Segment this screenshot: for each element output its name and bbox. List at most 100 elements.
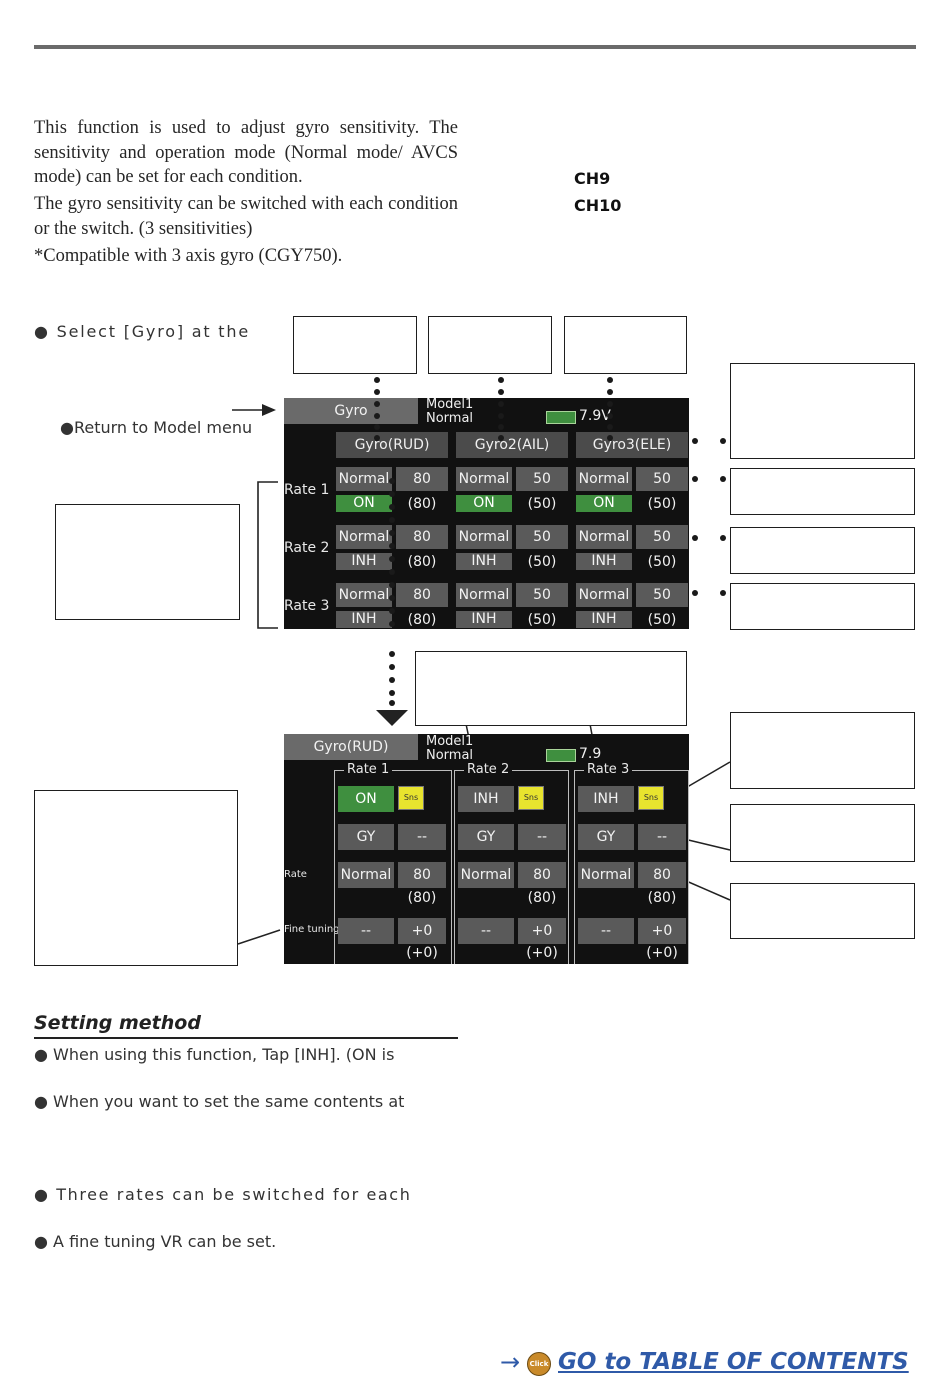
header-gyro-rud[interactable]: Gyro(RUD): [336, 432, 448, 458]
rate3-group-title: Rate 3: [584, 762, 633, 777]
rate3-ele-switch[interactable]: INH: [576, 611, 632, 628]
rate3-ail-value[interactable]: 50: [516, 583, 568, 607]
rate1-group-title: Rate 1: [344, 762, 393, 777]
rate2-fine-switch[interactable]: --: [458, 918, 514, 944]
rate1-type-button[interactable]: GY: [338, 824, 394, 850]
rate3-switch-button[interactable]: INH: [578, 786, 634, 812]
rate2-ail-value[interactable]: 50: [516, 525, 568, 549]
rate1-rate-value[interactable]: 80: [398, 862, 446, 888]
gyro-rud-screen: Gyro(RUD) Model1 Normal 7.9 Rate Fine tu…: [284, 734, 689, 964]
rate3-rate-value[interactable]: 80: [638, 862, 686, 888]
rate1-type-value[interactable]: --: [398, 824, 446, 850]
rate3-fine-switch[interactable]: --: [578, 918, 634, 944]
rate1-ele-value[interactable]: 50: [636, 467, 688, 491]
callout-box-gyro1: [293, 316, 417, 374]
rate1-fine-value[interactable]: +0: [398, 918, 446, 944]
rate3-type-value[interactable]: --: [638, 824, 686, 850]
intro-paragraph-2: The gyro sensitivity can be switched wit…: [34, 194, 458, 239]
setting-bullet-1: ● When using this function, Tap [INH]. (…: [34, 1045, 395, 1064]
rate2-ele-switch[interactable]: INH: [576, 553, 632, 570]
rate2-rud-value[interactable]: 80: [396, 525, 448, 549]
rate3-mode-button[interactable]: Normal: [578, 862, 634, 888]
rate1-ele-switch[interactable]: ON: [576, 495, 632, 512]
rate1-sensor-switch-icon[interactable]: Sns: [398, 786, 424, 810]
rate3-ele-mode[interactable]: Normal: [576, 583, 632, 607]
rate3-ail-mode[interactable]: Normal: [456, 583, 512, 607]
rate1-fine-switch[interactable]: --: [338, 918, 394, 944]
rate2-ele-value[interactable]: 50: [636, 525, 688, 549]
rate2-rud-switch[interactable]: INH: [336, 553, 392, 570]
go-to-table-of-contents-link[interactable]: GO to TABLE OF CONTENTS: [558, 1349, 909, 1375]
rate3-rud-value[interactable]: 80: [396, 583, 448, 607]
rate2-fine-value[interactable]: +0: [518, 918, 566, 944]
rate1-label: Rate 1: [284, 482, 330, 498]
battery-icon: [546, 411, 576, 424]
rate3-fine-paren: (+0): [646, 945, 678, 961]
rate3-rud-switch[interactable]: INH: [336, 611, 392, 628]
click-icon[interactable]: Click: [527, 1352, 551, 1376]
channel-label-ch10: CH10: [574, 196, 622, 215]
model-name: Model1: [426, 397, 474, 412]
rate1-rud-switch[interactable]: ON: [336, 495, 392, 512]
screen2-battery-voltage: 7.9: [579, 746, 602, 762]
rate3-ele-value[interactable]: 50: [636, 583, 688, 607]
screen2-title[interactable]: Gyro(RUD): [284, 734, 418, 760]
header-gyro3-ele[interactable]: Gyro3(ELE): [576, 432, 688, 458]
condition-name: Normal: [426, 411, 474, 426]
arrow-icon[interactable]: →: [500, 1348, 521, 1376]
callout-box-rates: [55, 504, 240, 620]
rate2-rate-paren: (80): [527, 890, 557, 906]
rate2-mode-button[interactable]: Normal: [458, 862, 514, 888]
rate2-type-button[interactable]: GY: [458, 824, 514, 850]
rate3-rate-paren: (80): [647, 890, 677, 906]
rate3-sensor-switch-icon[interactable]: Sns: [638, 786, 664, 810]
rate2-type-value[interactable]: --: [518, 824, 566, 850]
rate2-sensor-switch-icon[interactable]: Sns: [518, 786, 544, 810]
rate1-rud-mode[interactable]: Normal: [336, 467, 392, 491]
return-to-model-menu: ●Return to Model menu: [60, 418, 253, 437]
callout-box-rate1: [730, 468, 915, 515]
rate1-rud-paren: (80): [407, 496, 437, 512]
setting-method-rule: [34, 1037, 458, 1039]
rate1-fine-paren: (+0): [406, 945, 438, 961]
callout-box-gyro2: [428, 316, 552, 374]
rate1-group-frame: [334, 770, 452, 964]
rate3-rud-mode[interactable]: Normal: [336, 583, 392, 607]
rate1-ail-value[interactable]: 50: [516, 467, 568, 491]
select-gyro-instruction: ● Select [Gyro] at the: [34, 322, 250, 341]
header-gyro2-ail[interactable]: Gyro2(AIL): [456, 432, 568, 458]
rate2-ail-switch[interactable]: INH: [456, 553, 512, 570]
rate3-type-button[interactable]: GY: [578, 824, 634, 850]
rate1-switch-button[interactable]: ON: [338, 786, 394, 812]
rate3-ail-paren: (50): [527, 612, 557, 628]
rate3-ele-paren: (50): [647, 612, 677, 628]
gyro-screen: Gyro Model1 Normal 7.9V Gyro(RUD) Gyro2(…: [284, 398, 689, 629]
intro-paragraph-1: This function is used to adjust gyro sen…: [34, 118, 458, 187]
rate1-ele-mode[interactable]: Normal: [576, 467, 632, 491]
rate1-mode-button[interactable]: Normal: [338, 862, 394, 888]
screen2-fine-tuning-label: Fine tuning: [284, 924, 340, 935]
setting-method-title: Setting method: [34, 1012, 201, 1034]
setting-bullet-4: ● A fine tuning VR can be set.: [34, 1232, 277, 1251]
rate2-ele-mode[interactable]: Normal: [576, 525, 632, 549]
callout-box-rate3: [730, 583, 915, 630]
screen2-rate-label: Rate: [284, 869, 307, 880]
rate2-label: Rate 2: [284, 540, 330, 556]
screen-title-gyro[interactable]: Gyro: [284, 398, 418, 424]
rate1-rate-paren: (80): [407, 890, 437, 906]
rate2-rud-paren: (80): [407, 554, 437, 570]
rate1-ail-switch[interactable]: ON: [456, 495, 512, 512]
channel-label-ch9: CH9: [574, 169, 611, 188]
rate1-ail-mode[interactable]: Normal: [456, 467, 512, 491]
callout-box-sensitivity: [730, 712, 915, 789]
rate2-ail-paren: (50): [527, 554, 557, 570]
rate2-ail-mode[interactable]: Normal: [456, 525, 512, 549]
callout-box-type: [730, 804, 915, 862]
rate2-switch-button[interactable]: INH: [458, 786, 514, 812]
rate2-ele-paren: (50): [647, 554, 677, 570]
rate2-rud-mode[interactable]: Normal: [336, 525, 392, 549]
rate1-rud-value[interactable]: 80: [396, 467, 448, 491]
rate3-ail-switch[interactable]: INH: [456, 611, 512, 628]
rate2-rate-value[interactable]: 80: [518, 862, 566, 888]
rate3-fine-value[interactable]: +0: [638, 918, 686, 944]
